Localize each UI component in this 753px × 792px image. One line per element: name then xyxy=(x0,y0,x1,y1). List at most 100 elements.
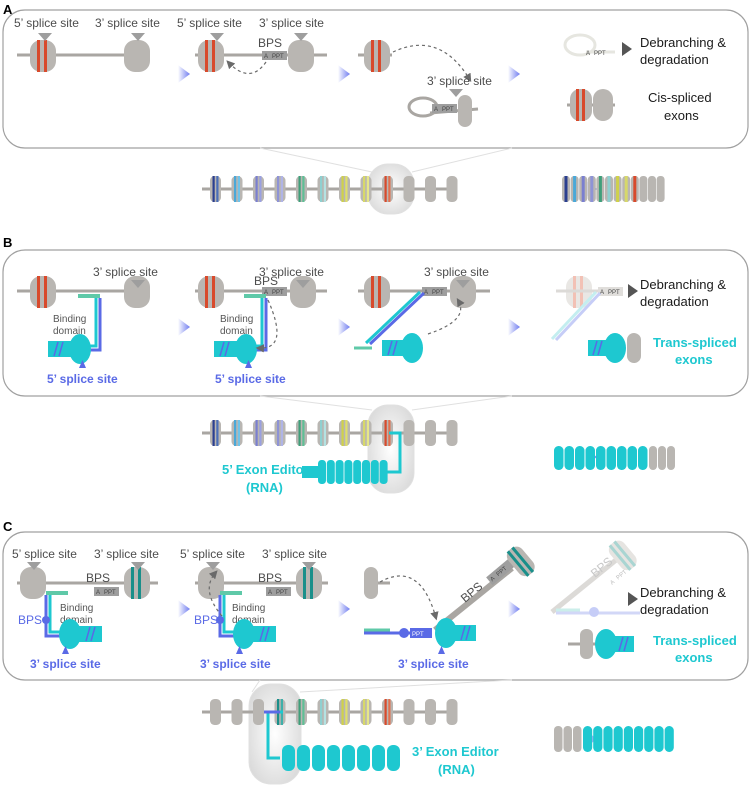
panel-a-box xyxy=(2,9,749,149)
a2-a-label: A xyxy=(264,54,268,60)
b2-five-ss-label: 5’ splice site xyxy=(215,372,286,386)
panel-c-label: C xyxy=(3,519,13,534)
mature-exon-stripe xyxy=(573,176,577,202)
exon-stripe xyxy=(341,420,344,446)
mature-exon xyxy=(656,176,665,202)
product-exon xyxy=(627,446,637,470)
chevron-right-icon xyxy=(338,65,350,83)
c-gene-track xyxy=(202,699,458,725)
a2-ppt-label: PPT xyxy=(272,54,284,60)
product-exon xyxy=(606,446,616,470)
exon xyxy=(231,420,243,446)
a1-three-ss-label: 3’ splice site xyxy=(95,16,160,30)
product-exon xyxy=(563,726,572,752)
c1-binding-line1: Binding xyxy=(60,603,93,614)
exon xyxy=(210,699,221,725)
exon-stripe xyxy=(323,420,326,446)
b2-three-ss-label: 3’ splice site xyxy=(259,265,324,279)
triangle-marker-icon xyxy=(38,33,52,41)
chevron-right-icon xyxy=(338,600,350,618)
c2-five-ss-label: 5’ splice site xyxy=(180,547,245,561)
a4-debranch-line1: Debranching & xyxy=(640,35,726,50)
b-step2-branch: 3’ splice site BPS A PPT Binding domain … xyxy=(195,265,327,386)
exon-stripe xyxy=(320,176,323,202)
product-exon xyxy=(593,726,603,752)
editor3-title-line2: (RNA) xyxy=(438,762,475,777)
editor-exon xyxy=(327,745,340,771)
triangle-marker-icon xyxy=(131,280,145,288)
product-exon xyxy=(554,446,564,470)
c4-trans-line1: Trans-spliced xyxy=(653,633,737,648)
dashed-curved-arrow-icon xyxy=(392,44,472,83)
mature-exon-stripe xyxy=(598,176,602,202)
exon-stripe xyxy=(302,420,305,446)
exon xyxy=(231,176,243,202)
triangle-marker-icon xyxy=(206,562,220,570)
exon-stripe xyxy=(388,176,391,202)
a-step1-pre-mrna: 5’ splice site 3’ splice site xyxy=(14,16,160,72)
exon xyxy=(339,176,350,202)
exon-stripe xyxy=(237,420,240,446)
exon-stripe xyxy=(298,420,301,446)
chevron-right-icon xyxy=(508,600,520,618)
dashed-curved-arrow-icon xyxy=(379,575,439,621)
mature-exon xyxy=(639,176,648,202)
exon-stripe xyxy=(366,699,369,725)
triangle-marker-icon xyxy=(296,280,310,288)
triangle-marker-icon xyxy=(131,33,145,41)
exon xyxy=(403,176,415,202)
chevron-right-icon xyxy=(338,318,350,336)
b4-trans-line1: Trans-spliced xyxy=(653,335,737,350)
chevron-right-icon xyxy=(178,600,190,618)
exon-stripe xyxy=(320,420,323,446)
b-gene-track xyxy=(202,420,458,446)
exon xyxy=(382,176,393,202)
exon-stripe xyxy=(237,176,240,202)
mature-exon-stripe xyxy=(624,176,628,202)
product-exon xyxy=(644,726,654,752)
product-exon xyxy=(613,726,623,752)
editor-exon xyxy=(312,745,325,771)
b-step3-trans: 3’ splice site A PPT xyxy=(354,265,490,363)
editor-exon xyxy=(326,460,335,484)
exon xyxy=(360,176,372,202)
b2-binding-line2: domain xyxy=(220,326,253,337)
exon xyxy=(317,699,329,725)
mature-exon-stripe xyxy=(607,176,611,202)
a2-three-ss-label: 3’ splice site xyxy=(259,16,324,30)
mature-exon-stripe xyxy=(616,176,620,202)
exon xyxy=(253,420,264,446)
exon-stripe xyxy=(320,699,323,725)
triangle-marker-icon xyxy=(245,360,252,368)
b2-ppt-label: PPT xyxy=(272,290,284,296)
a4-a-label: A xyxy=(586,51,590,57)
c1-bps-label: BPS xyxy=(86,571,110,585)
exon-stripe xyxy=(216,420,219,446)
exon-stripe xyxy=(280,420,283,446)
mature-exon-stripe xyxy=(581,176,585,202)
exon xyxy=(425,420,436,446)
exon xyxy=(339,699,350,725)
c-trans-spliced-mrna xyxy=(554,726,674,752)
a-gene-track xyxy=(202,176,458,202)
exon xyxy=(425,176,436,202)
exon-stripe xyxy=(255,420,258,446)
a4-debranch-line2: degradation xyxy=(640,52,709,67)
b1-three-ss-label: 3’ splice site xyxy=(93,265,158,279)
triangle-marker-icon xyxy=(628,284,638,298)
exon xyxy=(317,176,329,202)
editor-exon xyxy=(362,460,370,484)
a4-ppt-label: PPT xyxy=(594,51,606,57)
c2-bps-tag: BPS xyxy=(194,613,218,627)
product-exon xyxy=(654,726,664,752)
exon xyxy=(274,176,286,202)
panel-b-label: B xyxy=(3,235,12,250)
b-five-prime-exon-editor xyxy=(302,460,388,484)
exon-stripe xyxy=(323,699,326,725)
product-exon xyxy=(617,446,627,470)
exon xyxy=(403,420,415,446)
a2-five-ss-label: 5’ splice site xyxy=(177,16,242,30)
exon-stripe xyxy=(298,176,301,202)
exon xyxy=(210,176,221,202)
